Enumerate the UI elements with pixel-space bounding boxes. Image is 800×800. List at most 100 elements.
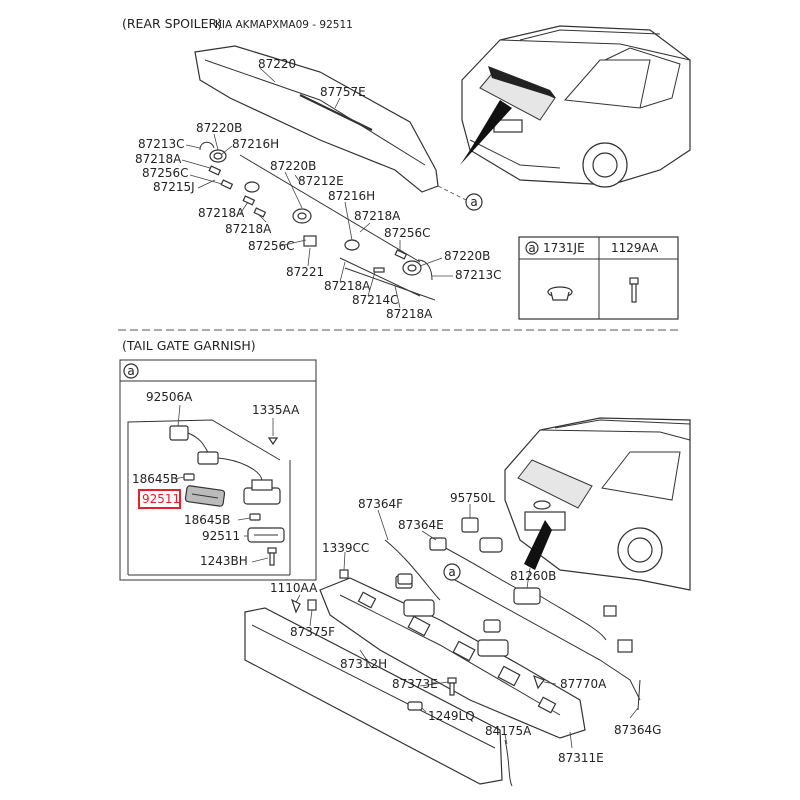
label-1249lq: 1249LQ bbox=[428, 709, 475, 723]
label-1243bh: 1243BH bbox=[200, 554, 248, 568]
callout-a-2 bbox=[443, 563, 461, 581]
label-84175a: 84175A bbox=[485, 724, 532, 738]
callout-a bbox=[465, 193, 483, 211]
label-87218a: 87218A bbox=[225, 222, 272, 236]
label-87214c: 87214C bbox=[352, 293, 399, 307]
bracket-87221 bbox=[303, 235, 317, 247]
callout-a-2-letter: a bbox=[448, 565, 455, 579]
label-87220b: 87220B bbox=[196, 121, 242, 135]
section-title-tail-gate-garnish: (TAIL GATE GARNISH) bbox=[122, 338, 256, 353]
switch-81260b bbox=[513, 587, 541, 605]
fastener-col-2: 1129AA bbox=[611, 241, 659, 255]
fastener-table: a 1731JE 1129AA bbox=[518, 236, 679, 320]
wire-87214c-b bbox=[344, 267, 436, 301]
bulb-18645b bbox=[183, 473, 261, 521]
label-87312h: 87312H bbox=[340, 657, 387, 671]
strip-84175a bbox=[504, 739, 513, 787]
grommet-hole bbox=[213, 152, 223, 160]
spoiler-labels: 87220 87757E 87220B 87213C 87216H 87218A… bbox=[135, 57, 502, 321]
label-1339cc: 1339CC bbox=[322, 541, 369, 555]
callout-a-letter: a bbox=[470, 195, 477, 209]
label-87216h: 87216H bbox=[328, 189, 375, 203]
section-title-rear-spoiler: (REAR SPOILER) bbox=[122, 16, 222, 31]
rear-spoiler-body bbox=[194, 45, 439, 193]
label-18645b: 18645B bbox=[132, 472, 178, 486]
label-87213c: 87213C bbox=[455, 268, 502, 282]
wire-87212e bbox=[239, 154, 421, 263]
fastener-col-1: 1731JE bbox=[543, 241, 585, 255]
label-87221: 87221 bbox=[286, 265, 324, 279]
screw-1249lq-head bbox=[447, 677, 457, 684]
garnish-leaders bbox=[295, 504, 639, 749]
label-87256c: 87256C bbox=[384, 226, 431, 240]
label-87215j: 87215J bbox=[153, 180, 195, 194]
license-lamp-assembly-92506a bbox=[169, 425, 281, 505]
label-81260b: 81260B bbox=[510, 569, 556, 583]
clip bbox=[220, 179, 234, 190]
detail-inner-frame bbox=[127, 419, 281, 575]
spoiler-location-marker bbox=[488, 66, 556, 98]
label-18645b: 18645B bbox=[184, 513, 230, 527]
wire-end bbox=[199, 141, 215, 151]
fastener-1339cc bbox=[339, 569, 349, 579]
grommet bbox=[244, 181, 260, 193]
catalog-code: KIA AKMAPXMA09 - 92511 bbox=[215, 19, 353, 31]
detail-box-a-letter: a bbox=[127, 364, 134, 378]
label-87218a: 87218A bbox=[135, 152, 182, 166]
label-87212e: 87212E bbox=[298, 174, 344, 188]
spoiler-leaders bbox=[181, 133, 453, 309]
label-87364f: 87364F bbox=[358, 497, 403, 511]
label-87220b: 87220B bbox=[270, 159, 316, 173]
detail-box-a-marker bbox=[123, 363, 139, 379]
label-87218a: 87218A bbox=[386, 307, 433, 321]
label-92511-highlighted: 92511 bbox=[142, 492, 180, 506]
garnish-panel-87312h bbox=[244, 607, 503, 785]
label-87213c: 87213C bbox=[138, 137, 185, 151]
vehicle-rear-illustration-2 bbox=[504, 417, 691, 591]
label-87375f: 87375F bbox=[290, 625, 335, 639]
label-92511: 92511 bbox=[202, 529, 240, 543]
label-92506a: 92506A bbox=[146, 390, 193, 404]
detail-leaders bbox=[174, 404, 274, 563]
spoiler-edge-line bbox=[204, 59, 426, 166]
screw-1129aa-head bbox=[629, 277, 639, 285]
label-87218a: 87218A bbox=[324, 279, 371, 293]
plate-87373e bbox=[407, 701, 423, 711]
lamp-lens-92511 bbox=[184, 485, 285, 543]
grommet bbox=[344, 239, 360, 251]
label-87216h: 87216H bbox=[232, 137, 279, 151]
clip bbox=[242, 195, 256, 206]
label-87218a: 87218A bbox=[198, 206, 245, 220]
label-87364g: 87364G bbox=[614, 723, 661, 737]
label-1335aa: 1335AA bbox=[252, 403, 300, 417]
label-87757e: 87757E bbox=[320, 85, 366, 99]
label-87311e: 87311E bbox=[558, 751, 604, 765]
label-87256c: 87256C bbox=[248, 239, 295, 253]
screw-1129aa-shank bbox=[631, 283, 637, 303]
grommet-hole bbox=[297, 212, 307, 220]
tail-gate-garnish-assembly: a bbox=[244, 517, 641, 787]
wire-end bbox=[417, 259, 433, 281]
wire-87364f bbox=[384, 539, 441, 601]
label-95750l: 95750L bbox=[450, 491, 495, 505]
screw-1243bh bbox=[267, 547, 277, 566]
camera-95750l bbox=[461, 517, 479, 533]
clip bbox=[394, 249, 408, 260]
spoiler-strip bbox=[299, 94, 373, 131]
grommet-1731je-body bbox=[550, 291, 570, 301]
label-87256c: 87256C bbox=[142, 166, 189, 180]
clip-87770a bbox=[533, 674, 545, 690]
label-87770a: 87770A bbox=[560, 677, 607, 691]
highlight-box-92511 bbox=[138, 489, 181, 509]
detail-box-a bbox=[119, 359, 317, 581]
label-87218a: 87218A bbox=[354, 209, 401, 223]
wire-87364g bbox=[454, 579, 641, 701]
label-87220b: 87220B bbox=[444, 249, 490, 263]
label-87373e: 87373E bbox=[392, 677, 438, 691]
clip bbox=[208, 165, 222, 176]
label-87364e: 87364E bbox=[398, 518, 444, 532]
clip bbox=[373, 267, 385, 273]
label-87220: 87220 bbox=[258, 57, 296, 71]
label-1110aa: 1110AA bbox=[270, 581, 318, 595]
